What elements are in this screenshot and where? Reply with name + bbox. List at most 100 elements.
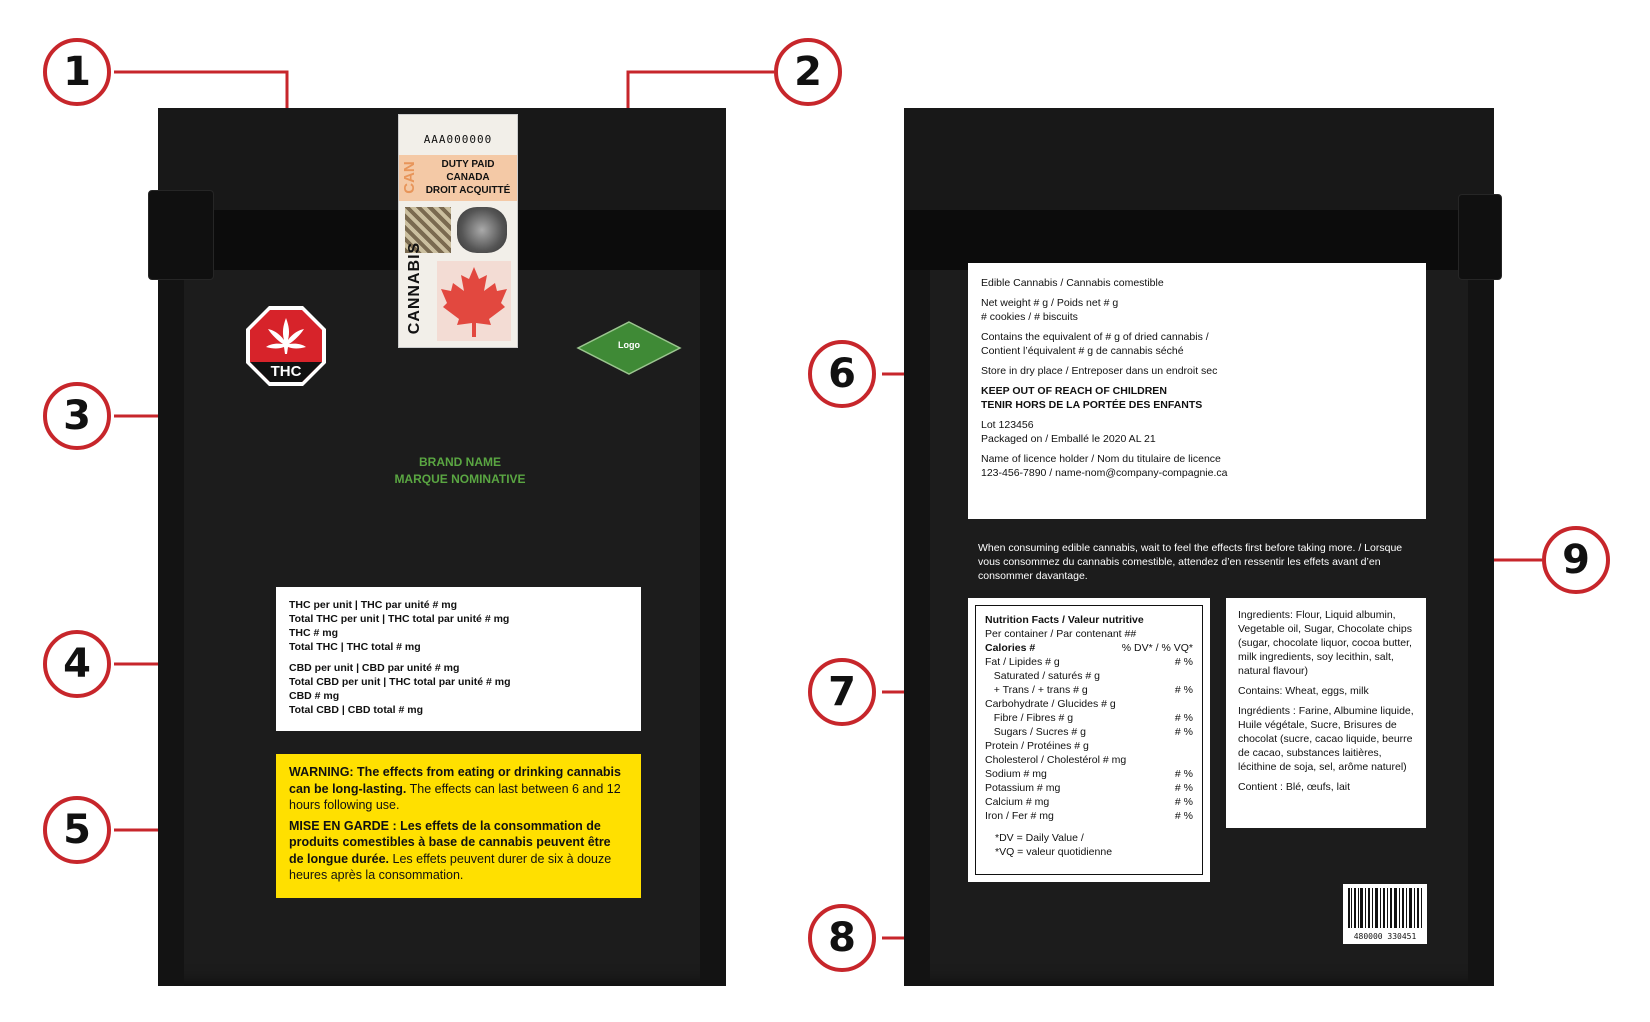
nutrition-row: Sodium # mg # % bbox=[985, 767, 1193, 781]
nutrient-label: Cholesterol / Cholestérol # mg bbox=[985, 754, 1127, 766]
label-line: Lot 123456 bbox=[981, 419, 1034, 431]
barcode-panel: 480000 330451 bbox=[1343, 884, 1427, 944]
nutrient-label: Sodium # mg bbox=[985, 768, 1047, 780]
label-line: Contient l’équivalent # g de cannabis sé… bbox=[981, 345, 1184, 357]
label-line: Packaged on / Emballé le 2020 AL 21 bbox=[981, 433, 1156, 445]
contains-fr: Contient : Blé, œufs, lait bbox=[1238, 781, 1351, 793]
logo-diamond-icon bbox=[576, 321, 682, 375]
nutrient-label: Fibre / Fibres # g bbox=[985, 712, 1074, 724]
potency-line: THC per unit | THC par unité # mg bbox=[289, 599, 458, 611]
nutrition-row: Fibre / Fibres # g # % bbox=[985, 711, 1193, 725]
label-line: Edible Cannabis / Cannabis comestible bbox=[981, 277, 1164, 289]
nutrient-pct: # % bbox=[1174, 656, 1193, 668]
potency-line: Total CBD per unit | THC total par unité… bbox=[289, 676, 511, 688]
label-line: KEEP OUT OF REACH OF CHILDREN bbox=[981, 385, 1167, 397]
label-line: 123-456-7890 / name-nom@company-compagni… bbox=[981, 467, 1228, 479]
edible-message: When consuming edible cannabis, wait to … bbox=[978, 542, 1403, 582]
nutrient-label: Sugars / Sucres # g bbox=[985, 726, 1086, 738]
nutrient-label: Potassium # mg bbox=[985, 782, 1061, 794]
stamp-duty-line-1: DUTY PAID bbox=[441, 159, 495, 170]
nutrition-per-container: Per container / Par contenant ## bbox=[985, 628, 1137, 640]
warning-en-regular: The effects can last between 6 and 12 ho… bbox=[289, 781, 621, 813]
nutrition-row: Fat / Lipides # g # % bbox=[985, 655, 1193, 669]
callout-6: 6 bbox=[808, 340, 876, 408]
nutrient-label: Iron / Fer # mg bbox=[985, 810, 1054, 822]
health-warning: WARNING: The effects from eating or drin… bbox=[276, 754, 641, 898]
thc-stop-sign-icon bbox=[246, 306, 326, 386]
brand-logo: Logo bbox=[576, 320, 682, 376]
nutrition-row: Potassium # mg# % bbox=[985, 781, 1193, 795]
contains-en: Contains: Wheat, eggs, milk bbox=[1238, 685, 1369, 697]
product-label-panel: Edible Cannabis / Cannabis comestible Ne… bbox=[968, 263, 1426, 519]
potency-line: Total CBD | CBD total # mg bbox=[289, 704, 423, 716]
front-zip-clip bbox=[148, 190, 214, 280]
stamp-cannabis: CANNABIS bbox=[406, 241, 423, 335]
nutrient-label: Saturated / saturés # g bbox=[985, 670, 1100, 682]
stamp-duty-line-2: CANADA bbox=[446, 172, 490, 183]
thc-symbol: THC bbox=[244, 304, 328, 388]
back-zip-clip bbox=[1458, 194, 1502, 280]
nutrition-calories: Calories # bbox=[985, 642, 1036, 654]
nutrition-row: Iron / Fer # mg # % bbox=[985, 809, 1193, 823]
potency-panel: THC per unit | THC par unité # mg Total … bbox=[276, 587, 641, 731]
barcode-number: 480000 330451 bbox=[1353, 932, 1417, 941]
nutrition-row: Sugars / Sucres # g # % bbox=[985, 725, 1193, 739]
maple-leaf-icon bbox=[437, 261, 511, 341]
nutrition-row: Protein / Protéines # g bbox=[985, 739, 1193, 753]
potency-line: CBD per unit | CBD par unité # mg bbox=[289, 662, 460, 674]
nutrition-footnote-2: *VQ = valeur quotidienne bbox=[995, 846, 1113, 858]
stamp-pattern bbox=[405, 207, 451, 253]
nutrition-footnote-1: *DV = Daily Value / bbox=[995, 832, 1084, 844]
label-line: Store in dry place / Entreposer dans un … bbox=[981, 365, 1218, 377]
label-line: Name of licence holder / Nom du titulair… bbox=[981, 453, 1221, 465]
nutrition-border bbox=[975, 605, 1203, 875]
label-line: TENIR HORS DE LA PORTÉE DES ENFANTS bbox=[981, 399, 1203, 411]
nutrient-pct: # % bbox=[1174, 726, 1193, 738]
label-line: Contains the equivalent of # g of dried … bbox=[981, 331, 1209, 343]
nutrient-pct: # % bbox=[1174, 768, 1193, 780]
nutrition-title: Nutrition Facts / Valeur nutritive bbox=[985, 614, 1144, 626]
nutrition-calories-row: Calories # % DV* / % VQ* bbox=[985, 641, 1193, 655]
stamp-can: CAN bbox=[400, 161, 418, 194]
nutrient-label: Calcium # mg bbox=[985, 796, 1050, 808]
brand-name-fr: MARQUE NOMINATIVE bbox=[394, 472, 526, 486]
warning-en-bold: WARNING: The effects from eating or drin… bbox=[289, 765, 621, 796]
barcode-icon bbox=[1348, 888, 1422, 928]
warning-en: WARNING: The effects from eating or drin… bbox=[289, 764, 628, 814]
nutrition-dv-header: % DV* / % VQ* bbox=[1121, 642, 1193, 654]
potency-line: Total THC per unit | THC total par unité… bbox=[289, 613, 510, 625]
potency-line: CBD # mg bbox=[289, 690, 340, 702]
excise-stamp: AAA000000 CAN DUTY PAID CANADA DROIT ACQ… bbox=[398, 114, 518, 348]
nutrient-pct: # % bbox=[1174, 796, 1193, 808]
callout-1: 1 bbox=[43, 38, 111, 106]
back-zipper bbox=[904, 210, 1494, 270]
ingredients-en: Ingredients: Flour, Liquid albumin, Vege… bbox=[1238, 609, 1412, 677]
nutrient-label: Fat / Lipides # g bbox=[985, 656, 1060, 668]
warning-fr: MISE EN GARDE : Les effets de la consomm… bbox=[289, 818, 628, 884]
label-line: Net weight # g / Poids net # g bbox=[981, 297, 1119, 309]
label-line: # cookies / # biscuits bbox=[981, 311, 1078, 323]
callout-9: 9 bbox=[1542, 526, 1610, 594]
callout-8: 8 bbox=[808, 904, 876, 972]
nutrition-row: Carbohydrate / Glucides # g bbox=[985, 697, 1193, 711]
callout-5: 5 bbox=[43, 796, 111, 864]
nutrient-pct: # % bbox=[1174, 810, 1193, 822]
warning-fr-bold: MISE EN GARDE : Les effets de la consomm… bbox=[289, 818, 611, 866]
stamp-hologram bbox=[457, 207, 507, 253]
nutrition-row: Saturated / saturés # g bbox=[985, 669, 1193, 683]
thc-label: THC bbox=[270, 363, 302, 380]
logo-text: Logo bbox=[618, 340, 640, 350]
warning-fr-regular: Les effets peuvent durer de six à douze … bbox=[289, 851, 612, 883]
stamp-duty-line-3: DROIT ACQUITTÉ bbox=[425, 185, 511, 196]
callout-4: 4 bbox=[43, 630, 111, 698]
callout-7: 7 bbox=[808, 658, 876, 726]
nutrition-row: Cholesterol / Cholestérol # mg bbox=[985, 753, 1193, 767]
nutrient-label: Carbohydrate / Glucides # g bbox=[985, 698, 1116, 710]
nutrient-pct: # % bbox=[1174, 684, 1193, 696]
ingredients-panel: Ingredients: Flour, Liquid albumin, Vege… bbox=[1226, 598, 1426, 828]
nutrition-row: + Trans / + trans # g# % bbox=[985, 683, 1193, 697]
callout-2: 2 bbox=[774, 38, 842, 106]
brand-name: BRAND NAME bbox=[419, 455, 501, 469]
nutrient-pct: # % bbox=[1174, 712, 1193, 724]
callout-3: 3 bbox=[43, 382, 111, 450]
